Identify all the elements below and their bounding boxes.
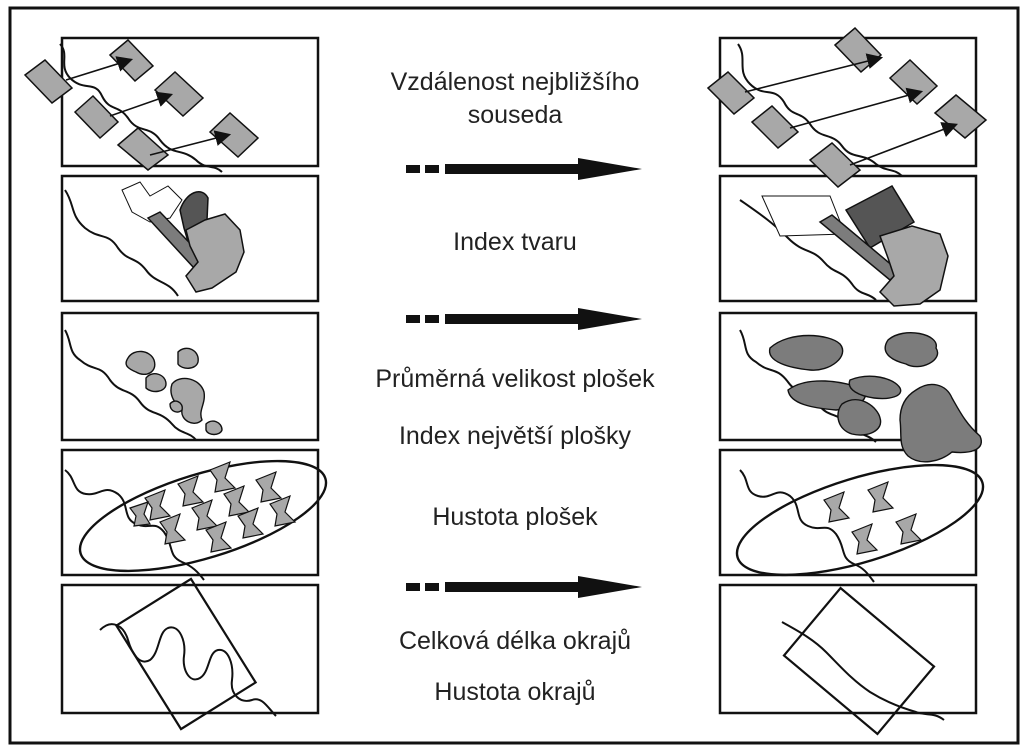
label-patch-density: Hustota plošek: [432, 503, 598, 531]
center-arrow-3: [406, 576, 642, 598]
outer-frame: [8, 6, 1020, 745]
left-panel-5: [60, 583, 320, 715]
right-nearest-neighbor-patches: [706, 26, 988, 188]
label-total-edge: Celková délka okrajů: [398, 627, 632, 655]
right-density-patches: [823, 480, 923, 555]
left-edge-line-5: [99, 623, 277, 717]
label-mean-patch-size: Průměrná velikost plošek: [375, 365, 655, 393]
label-nearest-neighbor: Vzdálenost nejbližšího souseda: [390, 68, 640, 129]
center-arrow-1: [406, 158, 642, 180]
left-density-ellipse: [78, 459, 328, 573]
left-panel-1: [60, 36, 320, 168]
label-largest-patch-index: Index největší plošky: [398, 422, 632, 450]
right-edge-line-5: [781, 621, 945, 721]
right-panel-5: [718, 583, 978, 715]
left-boundary-line-2: [64, 189, 179, 297]
left-boundary-line-3: [64, 329, 197, 441]
right-distance-arrows: [744, 53, 958, 166]
right-edge-window: [782, 586, 936, 736]
right-boundary-line-4: [739, 469, 875, 583]
left-density-patches: [129, 460, 297, 553]
left-mean-size-patches: [125, 347, 223, 436]
right-density-ellipse: [735, 463, 985, 577]
left-distance-arrows: [65, 56, 232, 156]
left-shape-patches: [121, 181, 245, 293]
right-shape-patches: [761, 185, 949, 307]
left-panel-2: [60, 174, 320, 303]
right-boundary-line-2: [739, 199, 877, 301]
right-boundary-line-1: [737, 43, 903, 177]
label-shape-index: Index tvaru: [453, 228, 577, 256]
right-mean-size-patches: [769, 332, 982, 463]
left-nearest-neighbor-patches: [23, 38, 260, 171]
right-panel-4: [718, 448, 978, 577]
left-panel-4: [60, 448, 320, 577]
left-panel-3: [60, 311, 320, 442]
left-edge-window: [114, 577, 258, 731]
label-edge-density: Hustota okrajů: [434, 678, 596, 706]
right-panel-3: [718, 311, 978, 442]
center-arrow-2: [406, 308, 642, 330]
